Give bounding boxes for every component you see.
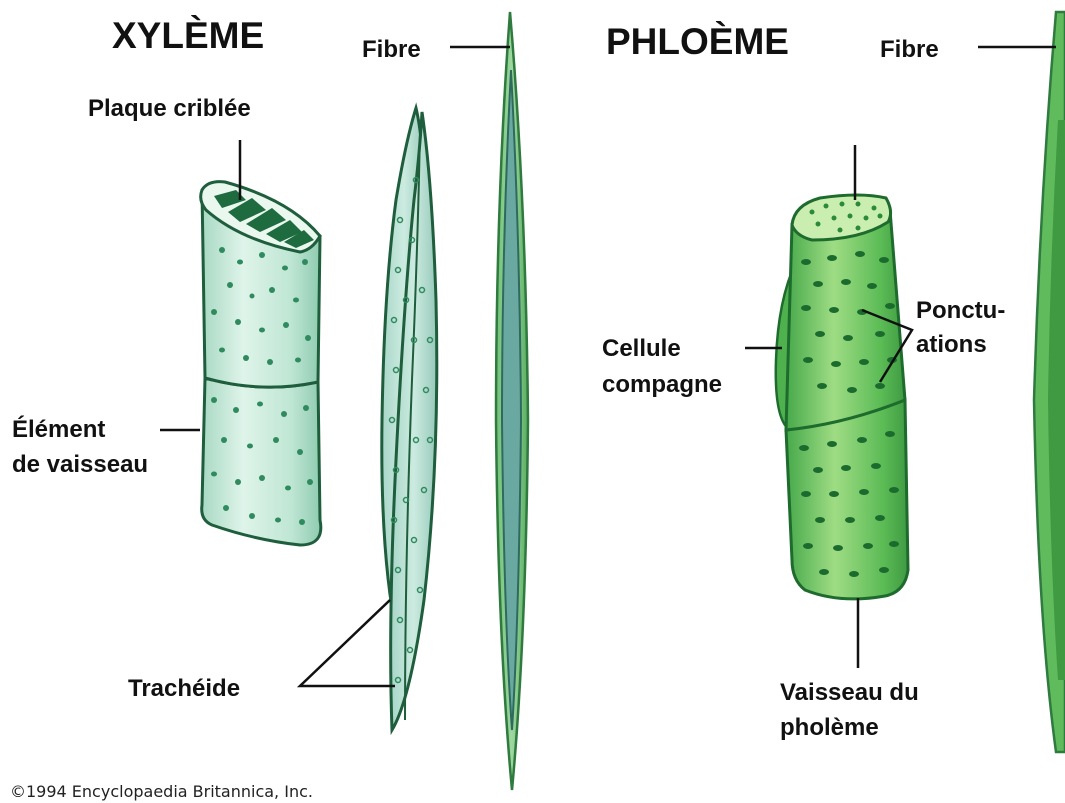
tracheid-label: Trachéide (128, 672, 240, 705)
phloem-fibre (1034, 12, 1065, 752)
companion-cell-label-line2: compagne (602, 368, 722, 401)
xylem-fibre (496, 12, 528, 790)
phloem-sieve-tube (776, 195, 908, 599)
xylem-fibre-label: Fibre (362, 33, 421, 66)
phloem-title: PHLOÈME (606, 22, 789, 62)
companion-cell-label-line1: Cellule (602, 332, 681, 365)
phloem-fibre-label: Fibre (880, 33, 939, 66)
sieve-tube-label-line1: Vaisseau du (780, 676, 919, 709)
tracheid-leader (300, 600, 395, 686)
xylem-vessel-element (201, 182, 321, 545)
xylem-title: XYLÈME (112, 16, 264, 56)
sieve-plate-label: Plaque criblée (88, 92, 251, 125)
xylem-tracheids (382, 108, 437, 730)
sieve-tube-label-line2: pholème (780, 711, 879, 744)
vessel-element-label-line1: Élément (12, 413, 105, 446)
pits-label-line2: ations (916, 328, 987, 361)
vessel-element-label-line2: de vaisseau (12, 448, 148, 481)
pits-label-line1: Ponctu- (916, 294, 1005, 327)
copyright-notice: ©1994 Encyclopaedia Britannica, Inc. (10, 782, 313, 801)
phloem-segment-lower (786, 400, 908, 599)
